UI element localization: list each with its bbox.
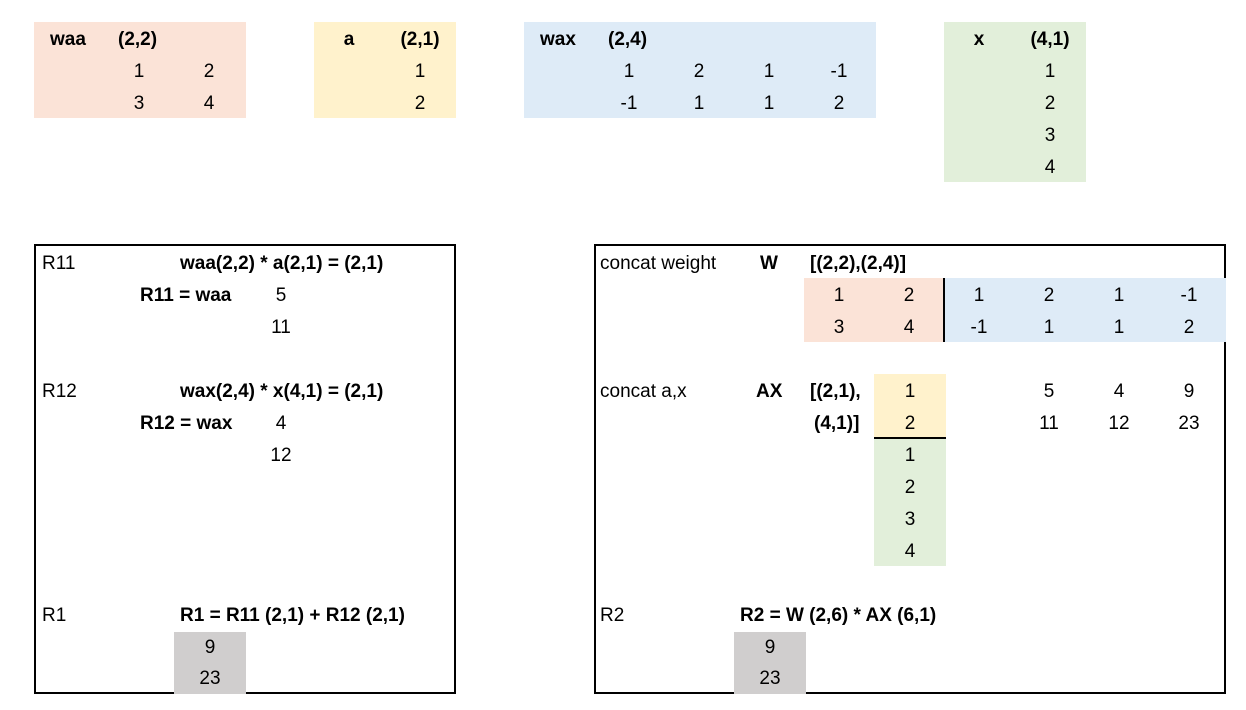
wax-cell: 1 (763, 61, 775, 82)
r11-value: 11 (271, 317, 291, 338)
ax-name: AX (756, 381, 783, 402)
w-cell: 1 (973, 285, 985, 306)
waa-cell: 4 (203, 93, 215, 114)
ax-cell: 1 (904, 445, 916, 466)
w-name: W (760, 253, 778, 274)
r1-value: 23 (174, 664, 246, 694)
waa-name: waa (50, 29, 86, 50)
r1-label: R1 (42, 605, 67, 626)
product-cell: 23 (1178, 413, 1200, 434)
x-cell: 3 (1044, 125, 1056, 146)
ax-divider (874, 437, 946, 439)
ax-cell: 3 (904, 509, 916, 530)
ax-cell: 4 (904, 541, 916, 562)
product-cell: 4 (1113, 381, 1125, 402)
wax-cell: -1 (830, 61, 848, 82)
w-wax-part (944, 278, 1226, 342)
r12-value: 12 (270, 445, 292, 466)
r11-equation: R11 = waa (140, 285, 232, 306)
ax-cell: 2 (904, 413, 916, 434)
waa-cell: 2 (203, 61, 215, 82)
product-cell: 9 (1183, 381, 1195, 402)
wax-cell: 2 (833, 93, 845, 114)
w-divider (943, 278, 945, 342)
r2-value: 9 (734, 632, 806, 664)
r12-value: 4 (275, 413, 287, 434)
waa-shape: (2,2) (118, 29, 158, 50)
a-vector: a (2,1) 1 2 (314, 22, 456, 118)
ax-shape: [(2,1), (810, 381, 861, 402)
w-cell: 1 (1043, 317, 1055, 338)
a-cell: 1 (414, 61, 426, 82)
ax-cell: 1 (904, 381, 916, 402)
waa-cell: 1 (133, 61, 145, 82)
r11-label: R11 (42, 253, 76, 274)
w-cell: 1 (1113, 317, 1125, 338)
w-cell: 3 (833, 317, 845, 338)
w-cell: 1 (833, 285, 845, 306)
x-vector: x (4,1) 1 2 3 4 (944, 22, 1086, 182)
wax-shape: (2,4) (608, 29, 648, 50)
x-cell: 4 (1044, 157, 1056, 178)
r2-formula: R2 = W (2,6) * AX (6,1) (740, 605, 937, 626)
wax-name: wax (540, 29, 576, 50)
wax-cell: 1 (693, 93, 705, 114)
a-shape: (2,1) (400, 29, 440, 50)
w-waa-part (804, 278, 944, 342)
wax-cell: -1 (620, 93, 638, 114)
concat-ax-label: concat a,x (600, 381, 687, 402)
x-name: x (973, 29, 985, 50)
x-cell: 2 (1044, 93, 1056, 114)
w-cell: 2 (903, 285, 915, 306)
wax-matrix: wax (2,4) 1 2 1 -1 -1 1 1 2 (524, 22, 876, 118)
ax-cell: 2 (904, 477, 916, 498)
wax-cell: 1 (623, 61, 635, 82)
r1-formula: R1 = R11 (2,1) + R12 (2,1) (180, 605, 405, 626)
w-cell: 1 (1113, 285, 1125, 306)
a-name: a (343, 29, 355, 50)
waa-cell: 3 (133, 93, 145, 114)
left-computation-box: R11 waa(2,2) * a(2,1) = (2,1) R11 = waa … (34, 244, 456, 694)
w-cell: 2 (1043, 285, 1055, 306)
r11-formula: waa(2,2) * a(2,1) = (2,1) (180, 253, 384, 274)
x-cell: 1 (1044, 61, 1056, 82)
product-cell: 12 (1108, 413, 1130, 434)
r11-value: 5 (275, 285, 287, 306)
r12-equation: R12 = wax (140, 413, 233, 434)
w-cell: -1 (970, 317, 988, 338)
ax-a-part (874, 374, 946, 438)
right-computation-box: concat weight W [(2,2),(2,4)] 1 2 3 4 1 … (594, 244, 1226, 694)
waa-matrix: waa (2,2) 1 2 3 4 (34, 22, 246, 118)
product-cell: 11 (1039, 413, 1059, 434)
w-cell: -1 (1180, 285, 1198, 306)
r2-label: R2 (600, 605, 625, 626)
wax-cell: 2 (693, 61, 705, 82)
r12-label: R12 (42, 381, 77, 402)
a-cell: 2 (414, 93, 426, 114)
ax-x-part (874, 438, 946, 566)
ax-shape: (4,1)] (814, 413, 860, 434)
r2-value: 23 (734, 664, 806, 694)
w-cell: 4 (903, 317, 915, 338)
wax-cell: 1 (763, 93, 775, 114)
w-shape: [(2,2),(2,4)] (810, 253, 907, 274)
w-cell: 2 (1183, 317, 1195, 338)
product-cell: 5 (1043, 381, 1055, 402)
x-shape: (4,1) (1030, 29, 1070, 50)
r1-value: 9 (174, 632, 246, 664)
concat-weight-label: concat weight (600, 253, 717, 274)
r12-formula: wax(2,4) * x(4,1) = (2,1) (180, 381, 384, 402)
